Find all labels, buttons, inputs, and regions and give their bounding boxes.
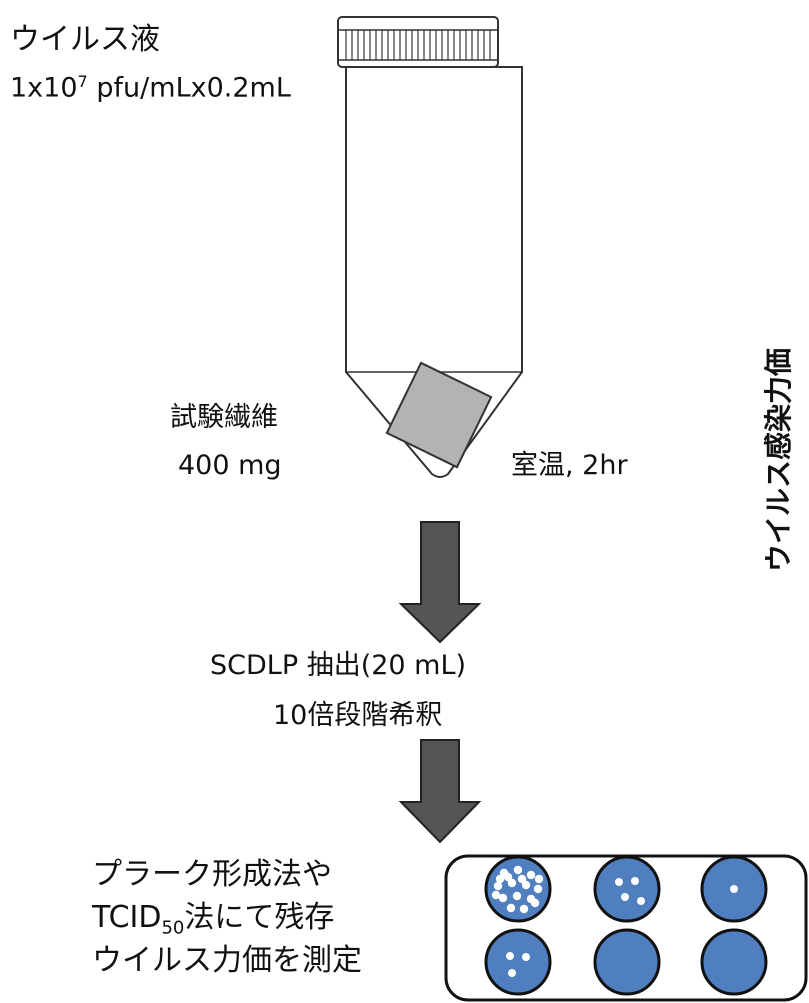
test-fiber-mass: 400 mg [178, 450, 282, 481]
plaque-dot [621, 893, 629, 901]
plaque-dot [615, 878, 623, 886]
plaque-dot [491, 890, 501, 900]
down-arrow-1 [398, 521, 482, 644]
plaque-dot [506, 952, 514, 960]
well-2 [593, 855, 661, 923]
plaque-dot [513, 865, 523, 875]
plaque-dot [506, 903, 516, 913]
well-5 [593, 928, 661, 996]
plaque-dot [637, 897, 645, 905]
plaque-dot [495, 874, 505, 884]
plaque-dot [503, 872, 513, 882]
test-fiber-swatch [385, 361, 493, 469]
tcid-prefix: TCID [92, 900, 162, 935]
plaque-dot [507, 878, 517, 888]
plaque-dot [631, 877, 639, 885]
well-6 [700, 928, 768, 996]
test-fiber-label: 試験繊維 [170, 402, 278, 433]
dilution-step: 10倍段階希釈 [273, 700, 443, 731]
tcid-subscript: 50 [161, 917, 185, 939]
virus-concentration: 1x107 pfu/mLx0.2mL [10, 72, 291, 105]
concentration-base: 1x10 [10, 72, 78, 104]
plaque-dot [533, 884, 543, 894]
tube-cap [337, 16, 499, 68]
concentration-unit: pfu/mLx0.2mL [87, 72, 291, 104]
plaque-dot [534, 874, 544, 884]
plaque-dot [730, 885, 738, 893]
plaque-dot [512, 891, 522, 901]
incubation-condition: 室温, 2hr [511, 450, 628, 481]
assay-line-1: プラーク形成法や [92, 857, 332, 892]
virus-solution-label: ウイルス液 [10, 22, 160, 57]
plaque-dot [508, 969, 516, 977]
centrifuge-tube [345, 66, 523, 478]
well-4 [484, 928, 552, 996]
tcid-suffix: 法にて残存 [184, 900, 335, 935]
concentration-exponent: 7 [77, 72, 88, 91]
plaque-dot [522, 953, 530, 961]
plaque-dot [498, 893, 508, 903]
plaque-dot [517, 874, 527, 884]
plaque-dot [526, 870, 536, 880]
plaque-dot [493, 881, 503, 891]
side-axis-label: ウイルス感染力価 [762, 347, 796, 573]
extraction-step: SCDLP 抽出(20 mL) [210, 650, 467, 681]
assay-line-3: ウイルス力価を測定 [92, 943, 362, 978]
assay-line-2: TCID50法にて残存 [92, 900, 334, 939]
plaque-dot [519, 904, 529, 914]
plaque-dot [530, 898, 540, 908]
down-arrow-2 [398, 739, 482, 844]
plaque-dot [521, 880, 531, 890]
